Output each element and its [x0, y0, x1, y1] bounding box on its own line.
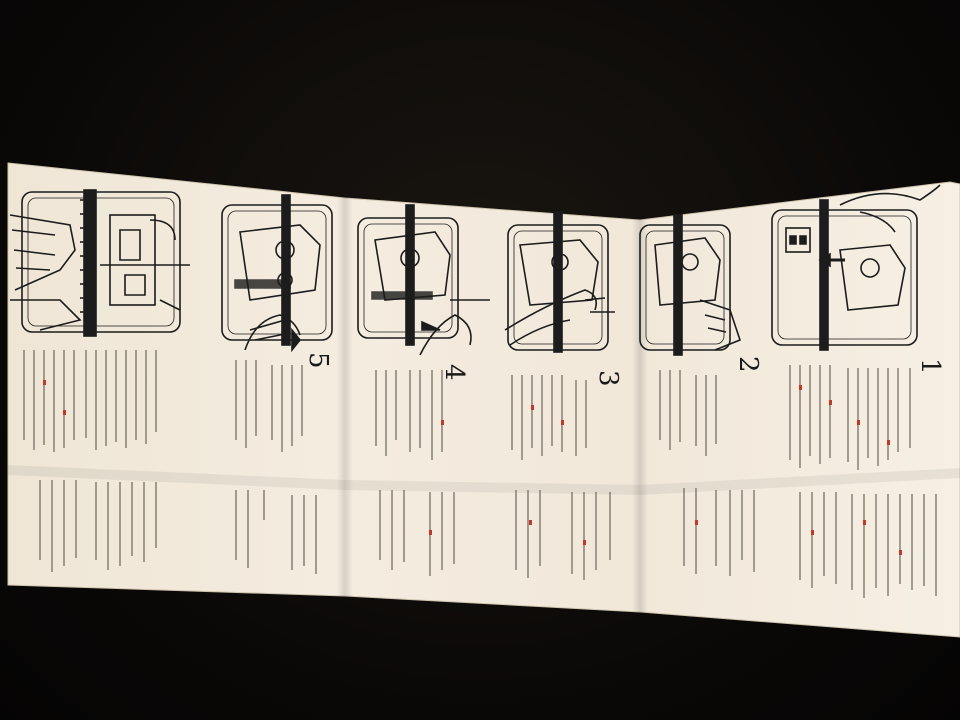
step-number-2: 2 [733, 356, 763, 373]
paper-sheet [7, 162, 960, 638]
text-block-panel-5 [235, 360, 317, 574]
panel-5-illustration [221, 194, 333, 353]
text-block-panel-3 [511, 375, 611, 580]
text-block-panel-6-lower [39, 480, 157, 572]
text-block-panel-4 [375, 370, 455, 576]
text-block-panel-1 [789, 365, 937, 598]
panel-6-illustration [9, 189, 190, 337]
step-number-5: 5 [303, 352, 333, 369]
panel-3-illustration [504, 211, 615, 353]
step-number-3: 3 [593, 370, 623, 387]
text-block-panel-6 [23, 350, 157, 452]
step-number-1: 1 [915, 358, 945, 375]
step-number-4: 4 [439, 364, 469, 381]
vertical-fold-left [337, 195, 353, 600]
text-block-panel-2 [659, 370, 755, 576]
horizontal-fold [8, 465, 960, 495]
vertical-fold-right [632, 215, 648, 615]
panel-2-illustration [639, 214, 741, 356]
red-text-highlights [43, 380, 902, 555]
panel-1-illustration [771, 184, 941, 351]
panel-4-illustration [357, 204, 490, 356]
